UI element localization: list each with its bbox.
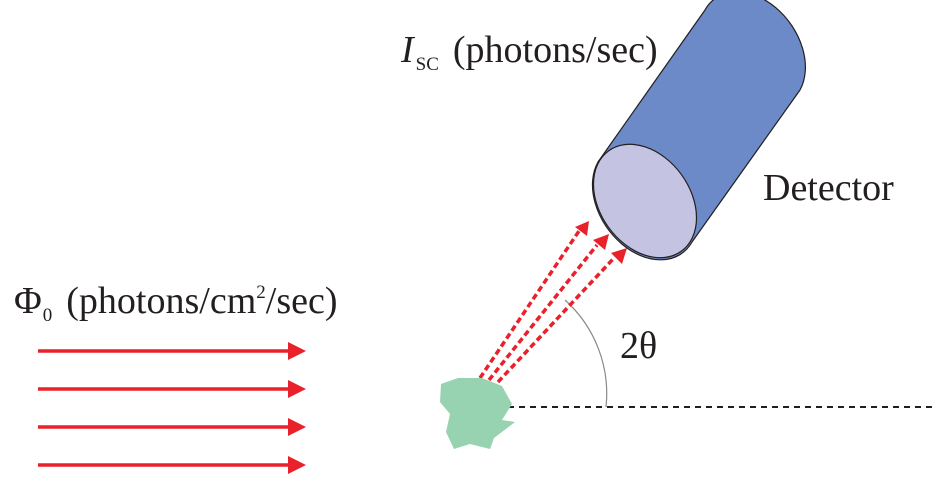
scattered-intensity-subscript: SC <box>416 54 439 75</box>
incident-flux-symbol: Φ <box>14 280 42 322</box>
scattered-beam <box>478 221 627 384</box>
angle-label: 2θ <box>620 325 657 367</box>
scattered-ray-1 <box>478 230 581 379</box>
scattered-arrowhead-1 <box>575 221 589 236</box>
incident-arrowhead-4 <box>288 456 306 474</box>
incident-flux-units-superscript: 2 <box>256 282 266 303</box>
incident-flux-subscript: 0 <box>43 305 53 326</box>
incident-arrowhead-2 <box>288 380 306 398</box>
sample-shape <box>440 378 515 449</box>
incident-arrowhead-1 <box>288 342 306 360</box>
detector-face <box>592 143 698 259</box>
incident-flux-label: Φ0 (photons/cm2/sec) <box>14 280 338 326</box>
scattered-arrowhead-2 <box>593 234 609 250</box>
incident-beam <box>38 342 306 474</box>
scattered-ray-3 <box>496 256 616 384</box>
scattered-arrowhead-3 <box>611 248 627 264</box>
scattered-intensity-symbol: I <box>400 29 416 71</box>
incident-arrowhead-3 <box>288 418 306 436</box>
scattered-ray-2 <box>487 243 599 382</box>
incident-flux-units-before: (photons/cm <box>66 280 256 322</box>
incident-flux-units-after: /sec) <box>266 280 338 322</box>
angle-arc <box>564 299 608 408</box>
detector <box>591 0 806 261</box>
detector-label: Detector <box>763 167 894 209</box>
scattered-intensity-units: (photons/sec) <box>453 29 658 71</box>
